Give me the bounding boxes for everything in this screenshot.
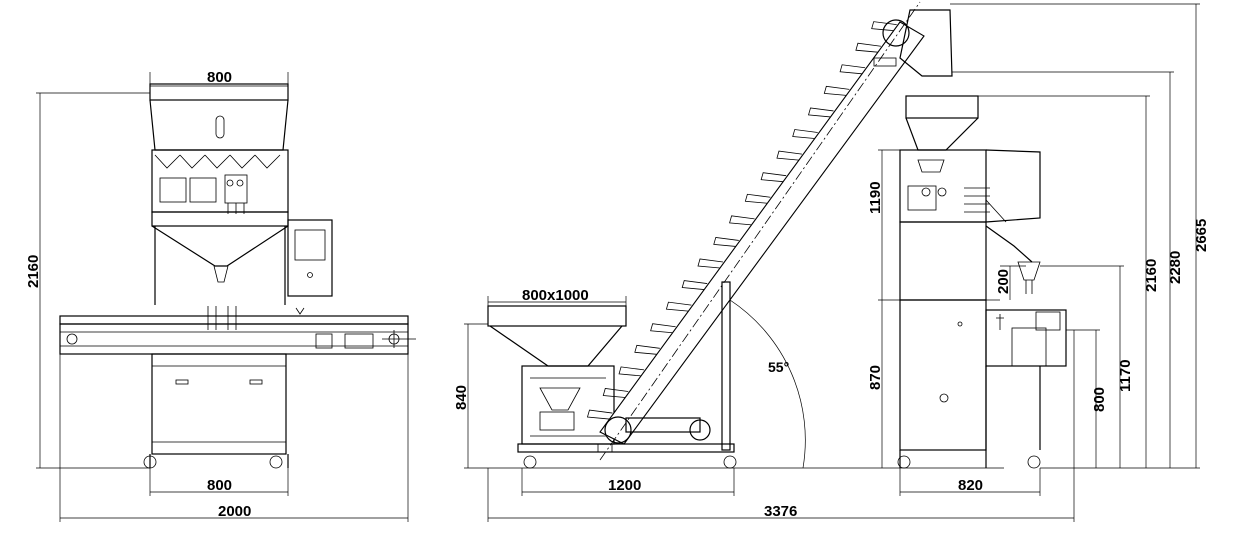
- side-base-height-label: 870: [867, 365, 884, 390]
- elevator-cleat: [760, 172, 787, 183]
- front-discharge-funnel: [151, 225, 289, 267]
- front-conveyor-length-label: 2000: [218, 503, 251, 520]
- side-frame-upper: [899, 221, 987, 301]
- elevator-overall-length-label: 3376: [764, 503, 797, 520]
- elevator-cleat: [729, 215, 755, 226]
- elevator-cleat: [855, 42, 881, 53]
- elevator-hopper-size-label: 800x1000: [522, 287, 589, 304]
- side-conveyor-height-label: 1170: [1117, 359, 1134, 392]
- front-hopper-top: [149, 83, 289, 101]
- side-dimensions: 1190 870 200 820 800 1170 2160 2280: [867, 3, 1210, 496]
- elevator-base-frame: [517, 443, 735, 453]
- side-frame-lower: [899, 299, 987, 451]
- elevator-cleat: [650, 323, 676, 334]
- side-overall-height-label: 2665: [1193, 219, 1210, 252]
- elevator-discharge-head: [899, 9, 953, 77]
- elevator-cleat: [744, 193, 771, 204]
- elevator-drive: [625, 417, 701, 433]
- side-table-height-label: 800: [1091, 387, 1108, 412]
- front-sight-window: [215, 115, 225, 139]
- elevator-cleat: [634, 344, 660, 355]
- side-outlet-height-label: 200: [995, 269, 1012, 294]
- elevator-cleat: [823, 85, 850, 96]
- side-hopper-top: [905, 95, 979, 119]
- side-weigher-height-label: 1190: [867, 181, 884, 214]
- elevator-cleats: [586, 21, 897, 420]
- elevator-incline: [599, 1, 925, 461]
- front-hopper: [149, 99, 289, 151]
- elevator-cleat: [792, 129, 818, 139]
- elevator-support-leg: [721, 281, 731, 451]
- elevator-dimensions: 800x1000 840 1200 3376: [453, 287, 1075, 522]
- front-hopper-width-label: 800: [207, 69, 232, 86]
- front-height-label: 2160: [25, 255, 42, 288]
- elevator-cleat: [602, 388, 629, 398]
- elevator-cleat: [808, 107, 834, 118]
- elevator-hopper-top: [487, 305, 627, 327]
- elevator-cleat: [586, 409, 613, 420]
- elevator-angle-arc: [729, 299, 806, 469]
- elevator-base-width-label: 1200: [608, 477, 641, 494]
- front-conveyor-body: [59, 323, 409, 355]
- elevator-cleat: [618, 366, 645, 377]
- front-frame-width-label: 800: [207, 477, 232, 494]
- elevator-cleat: [871, 21, 897, 32]
- side-machine-height-label: 2160: [1143, 259, 1160, 292]
- front-view: 800 2160 800 2000: [25, 69, 416, 522]
- elevator-cleat: [665, 301, 692, 312]
- elevator-hopper-height-label: 840: [453, 385, 470, 410]
- front-weigher-body: [151, 149, 289, 213]
- front-stand: [151, 353, 287, 455]
- front-dimensions: 800 2160 800 2000: [25, 69, 409, 522]
- elevator-cleat: [713, 236, 739, 247]
- side-view: 1190 870 200 820 800 1170 2160 2280: [867, 3, 1210, 496]
- side-inlet-height-label: 2280: [1167, 251, 1184, 284]
- elevator-angle-label: 55°: [768, 359, 789, 375]
- elevator-hopper: [489, 325, 623, 367]
- elevator-cleat: [839, 64, 866, 75]
- elevator-cleat: [776, 150, 802, 161]
- elevator-cleat: [697, 258, 724, 269]
- side-frame-width-label: 820: [958, 477, 983, 494]
- elevator-view: 55° 800x1000 840 1200 3376: [453, 1, 1075, 522]
- elevator-cleat: [681, 280, 708, 290]
- front-conveyor-top: [59, 315, 409, 325]
- front-control-panel: [287, 219, 333, 297]
- elevator-incline-belt: [599, 21, 925, 445]
